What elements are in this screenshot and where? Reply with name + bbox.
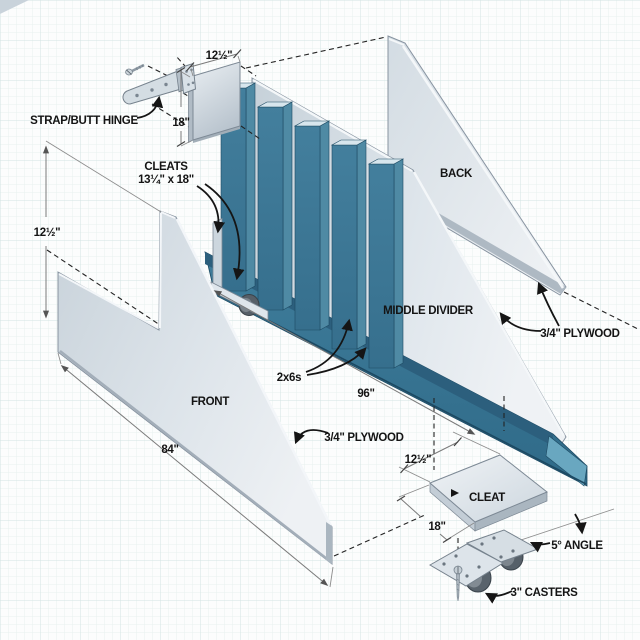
- dim-bottom-cleat-width: 12½": [398, 431, 501, 483]
- casters-label: 3" CASTERS: [511, 587, 579, 599]
- plywood-back-arrow-1: [537, 281, 560, 327]
- 2x6s-arrow-2: [306, 347, 367, 376]
- board-3: [293, 120, 331, 331]
- angle-arrow-2: [574, 513, 587, 535]
- board-4: [330, 139, 368, 350]
- plywood-back-arrow-2: [499, 312, 542, 332]
- middle-divider-label: MIDDLE DIVIDER: [383, 305, 474, 317]
- plywood-back-label: 3/4" PLYWOOD: [540, 328, 619, 340]
- dim-top-cleat-width-text: 12½": [206, 50, 233, 62]
- cleat-pointer-icon: [451, 489, 459, 497]
- projection-dash-front-tip: [333, 513, 428, 557]
- dim-bottom-cleat-length-text: 18": [428, 521, 445, 533]
- top-cleat-detail: 12½" 18": [122, 49, 261, 148]
- plywood-front-arrow: [293, 429, 329, 445]
- 2x6s-label: 2x6s: [277, 372, 301, 384]
- hinge-screw: [131, 63, 145, 73]
- projection-dash-back-tip: [563, 291, 639, 330]
- casters-arrow: [484, 590, 513, 604]
- dim-bottom-cleat-width-text: 12½": [405, 454, 432, 466]
- dim-front-left-height-text: 12½": [34, 227, 61, 239]
- bottom-cleat-detail: 12½" 18": [396, 396, 615, 602]
- dim-front-length-text: 84": [161, 444, 178, 456]
- cleats-arrow-2: [204, 183, 245, 281]
- front-label: FRONT: [191, 396, 229, 408]
- projection-dash-left: [46, 249, 161, 326]
- 2x6s-arrow-1: [305, 318, 353, 373]
- plywood-front-label: 3/4" PLYWOOD: [324, 432, 403, 444]
- angle-arrow-1: [529, 541, 551, 553]
- projection-dash-top: [245, 36, 387, 69]
- mounting-screw: [453, 565, 463, 602]
- corner-fragment: [0, 0, 29, 14]
- hinge-arrow: [136, 95, 164, 119]
- top-cleat-plate: [192, 61, 241, 141]
- cleat-label: CLEAT: [469, 492, 505, 504]
- dim-front-left-height: 12½": [34, 140, 162, 319]
- dim-bottom-cleat-length: 18": [396, 484, 475, 544]
- back-label: BACK: [440, 168, 473, 180]
- angle-label: 5° ANGLE: [551, 540, 603, 552]
- bottom-cleat-board: [429, 454, 548, 523]
- dim-top-cleat-height-text: 18": [172, 117, 189, 129]
- cleats-arrow-1: [196, 185, 226, 234]
- board-2: [256, 101, 294, 311]
- dim-top-cleat-height: 18": [172, 66, 192, 148]
- cleats-label-line2: 13¼" x 18": [138, 174, 194, 186]
- callouts: STRAP/BUTT HINGE CLEATS 13¼" x 18" BACK …: [30, 95, 620, 604]
- dim-top-cleat-width: 12½": [186, 49, 242, 77]
- board-5: [367, 158, 405, 369]
- cleats-label-line1: CLEATS: [144, 161, 188, 173]
- dim-base-length: 96": [213, 290, 476, 435]
- strap-hinge-label: STRAP/BUTT HINGE: [30, 115, 138, 127]
- caster-plate-front: [428, 543, 505, 587]
- dim-front-length: 84": [57, 352, 334, 588]
- dim-base-length-text: 96": [357, 388, 374, 400]
